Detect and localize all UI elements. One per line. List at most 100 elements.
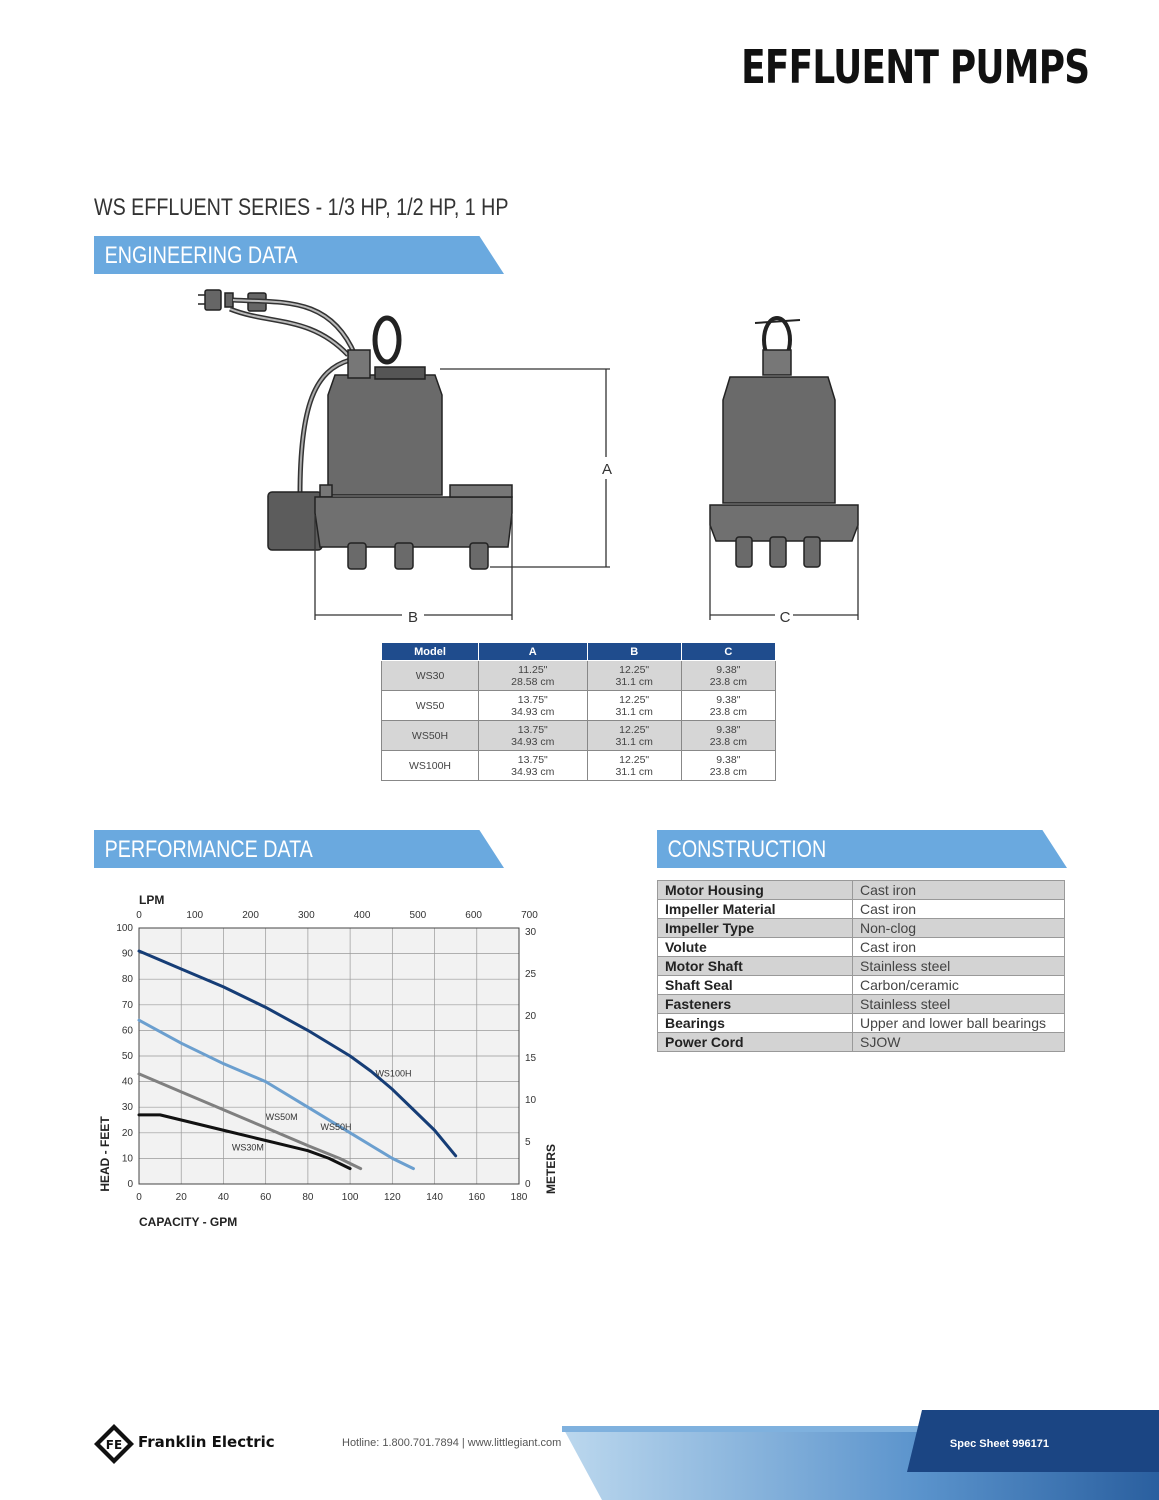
x-tick-label: 140 [426, 1192, 443, 1203]
y2-tick-label: 10 [525, 1095, 537, 1106]
y-tick-label: 70 [122, 1000, 134, 1011]
dim-a-inches: 13.75" [517, 723, 548, 736]
construction-value: Cast iron [852, 899, 1065, 919]
x2-tick-label: 400 [354, 910, 371, 921]
franklin-electric-logo: FE Franklin Electric [92, 1422, 302, 1466]
dim-a-cm: 34.93 cm [511, 735, 555, 748]
y-tick-label: 60 [122, 1025, 134, 1036]
dim-a-cell: 13.75"34.93 cm [478, 690, 588, 721]
dim-c-cell: 9.38"23.8 cm [680, 690, 777, 721]
dim-c-cm: 23.8 cm [709, 735, 748, 748]
x-tick-label: 100 [342, 1192, 359, 1203]
x2-tick-label: 0 [136, 910, 142, 921]
dim-a-cm: 34.93 cm [511, 705, 555, 718]
y2-tick-label: 30 [525, 927, 537, 938]
performance-data-banner: PERFORMANCE DATA [94, 830, 504, 868]
dim-c-cell: 9.38"23.8 cm [680, 720, 777, 751]
y-tick-label: 100 [116, 923, 133, 934]
dim-c-cell: 9.38"23.8 cm [680, 750, 777, 781]
dim-b-cm: 31.1 cm [615, 675, 653, 688]
dim-b-cell: 12.25"31.1 cm [586, 690, 682, 721]
dim-b-cell: 12.25"31.1 cm [586, 660, 682, 691]
spec-sheet-number: Spec Sheet 996171 [949, 1438, 1049, 1450]
header-b: B [586, 642, 682, 661]
dim-a-cm: 28.58 cm [511, 675, 555, 688]
construction-key: Volute [657, 937, 853, 957]
x-tick-label: 0 [136, 1192, 142, 1203]
dim-b-cm: 31.1 cm [615, 735, 653, 748]
dim-c-cm: 23.8 cm [709, 675, 748, 688]
dim-b-cm: 31.1 cm [615, 705, 653, 718]
construction-value: Stainless steel [852, 956, 1065, 976]
y-tick-label: 0 [127, 1179, 133, 1190]
footer-band [562, 1410, 1159, 1500]
dim-c-inches: 9.38" [716, 753, 741, 766]
dim-c-inches: 9.38" [716, 723, 741, 736]
y2-tick-label: 15 [525, 1053, 537, 1064]
y-tick-label: 20 [122, 1128, 134, 1139]
construction-value: Non-clog [852, 918, 1065, 938]
x2-tick-label: 200 [242, 910, 259, 921]
x2-tick-label: 300 [298, 910, 315, 921]
dim-a-cell: 13.75"34.93 cm [478, 720, 588, 751]
dim-b-inches: 12.25" [619, 723, 650, 736]
y-tick-label: 90 [122, 949, 134, 960]
y-tick-label: 10 [122, 1153, 134, 1164]
logo-mark: FE [106, 1438, 122, 1452]
dim-a-cell: 11.25"28.58 cm [478, 660, 588, 691]
y2-tick-label: 20 [525, 1011, 537, 1022]
dim-a-inches: 13.75" [517, 693, 548, 706]
construction-value: SJOW [852, 1032, 1065, 1052]
dimensions-header-row: Model A B C [381, 642, 777, 661]
construction-key: Power Cord [657, 1032, 853, 1052]
header-model: Model [381, 642, 479, 661]
dim-b-cell: 12.25"31.1 cm [586, 720, 682, 751]
franklin-diamond-icon: FE [94, 1424, 134, 1464]
dim-b-inches: 12.25" [619, 753, 650, 766]
engineering-data-heading: ENGINEERING DATA [104, 242, 298, 269]
page-title: EFFLUENT PUMPS [740, 40, 1090, 94]
dimension-b-label: B [408, 609, 418, 626]
series-line-ws50h [137, 1018, 415, 1171]
x2-tick-label: 700 [521, 910, 538, 921]
x-tick-label: 20 [176, 1192, 188, 1203]
series-line-ws30m [137, 1113, 352, 1171]
y2-tick-label: 5 [525, 1137, 531, 1148]
performance-data-heading: PERFORMANCE DATA [104, 836, 313, 863]
dim-a-inches: 13.75" [517, 753, 548, 766]
y-tick-label: 80 [122, 974, 134, 985]
model-cell: WS50 [381, 690, 479, 721]
engineering-data-banner: ENGINEERING DATA [94, 236, 504, 274]
x2-tick-label: 100 [186, 910, 203, 921]
pump-diagram: A B C [198, 289, 859, 627]
construction-banner: CONSTRUCTION [657, 830, 1067, 868]
dim-b-inches: 12.25" [619, 663, 650, 676]
construction-key: Shaft Seal [657, 975, 853, 995]
dim-c-cell: 9.38"23.8 cm [680, 660, 777, 691]
construction-value: Stainless steel [852, 994, 1065, 1014]
series-line-ws100h [137, 949, 458, 1158]
dim-c-inches: 9.38" [716, 663, 741, 676]
dim-a-cm: 34.93 cm [511, 765, 555, 778]
construction-heading: CONSTRUCTION [667, 836, 827, 863]
dim-b-cm: 31.1 cm [615, 765, 653, 778]
construction-key: Motor Housing [657, 880, 853, 900]
construction-value: Carbon/ceramic [852, 975, 1065, 995]
footer-contact: Hotline: 1.800.701.7894 | www.littlegian… [342, 1437, 562, 1449]
y-tick-label: 40 [122, 1077, 134, 1088]
y2-axis-title: METERS [544, 1144, 558, 1194]
plot-frame [138, 927, 520, 1185]
x2-tick-label: 600 [465, 910, 482, 921]
construction-value: Cast iron [852, 880, 1065, 900]
dim-b-inches: 12.25" [619, 693, 650, 706]
